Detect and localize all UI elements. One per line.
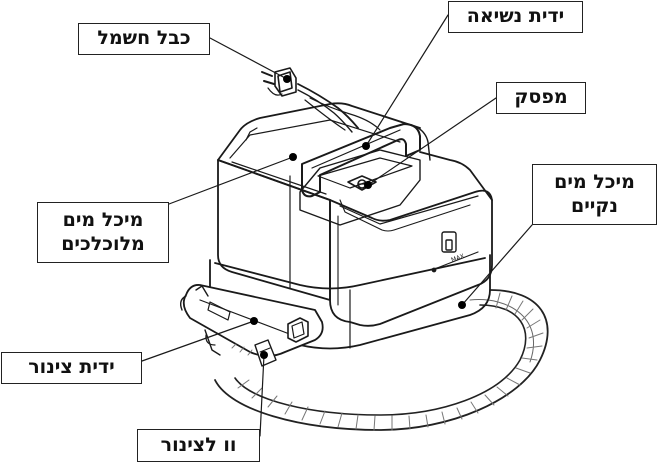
label-dirty-water-tank-line1: מיכל מים [62, 209, 144, 232]
label-hose-handle-text: ידית צינור [28, 356, 115, 379]
leader-clean-water-tank [461, 224, 533, 306]
hose-coil [214, 289, 549, 431]
top-lid [299, 149, 421, 226]
label-hose-handle: ידית צינור [1, 352, 142, 384]
tank-latch [441, 231, 457, 253]
label-clean-water-tank: מיכל מים נקיים [532, 164, 657, 225]
dot-carry-handle [362, 142, 370, 150]
dot-hose-hook [260, 351, 268, 359]
dot-power-cable [283, 75, 291, 83]
label-carry-handle: ידית נשיאה [448, 1, 583, 33]
dot-switch [364, 181, 372, 189]
leader-carry-handle [365, 14, 449, 147]
label-clean-water-tank-line2: נקיים [570, 194, 619, 217]
leader-switch [367, 97, 497, 186]
dirty-water-tank [217, 102, 421, 301]
label-carry-handle-text: ידית נשיאה [466, 5, 565, 28]
label-dirty-water-tank-line2: מלוכלכים [61, 232, 145, 255]
leader-lines [141, 14, 533, 437]
clean-water-tank: MAX [329, 151, 493, 327]
hose-hook [287, 317, 309, 343]
max-marking: MAX [450, 253, 465, 264]
leader-hose-handle [141, 320, 255, 362]
label-switch: מפסק [496, 82, 586, 114]
carry-handle[interactable] [301, 123, 431, 198]
power-cable [297, 83, 381, 133]
dot-clean-water-tank [458, 301, 466, 309]
label-hose-hook-text: וו לצינור [160, 433, 237, 456]
dot-hose-handle [250, 317, 258, 325]
leader-hose-hook [259, 354, 265, 437]
leader-dirty-water-tank [168, 156, 294, 205]
label-power-cable-text: כבל חשמל [97, 27, 191, 50]
dot-dirty-water-tank [289, 153, 297, 161]
label-hose-hook: וו לצינור [137, 429, 260, 462]
plug-icon [261, 67, 297, 97]
label-switch-text: מפסק [514, 86, 568, 109]
label-power-cable: כבל חשמל [78, 23, 210, 55]
leader-power-cable [209, 37, 288, 80]
label-dirty-water-tank: מיכל מים מלוכלכים [37, 202, 169, 263]
label-clean-water-tank-line1: מיכל מים [554, 171, 635, 194]
pointer-dots [250, 75, 466, 359]
